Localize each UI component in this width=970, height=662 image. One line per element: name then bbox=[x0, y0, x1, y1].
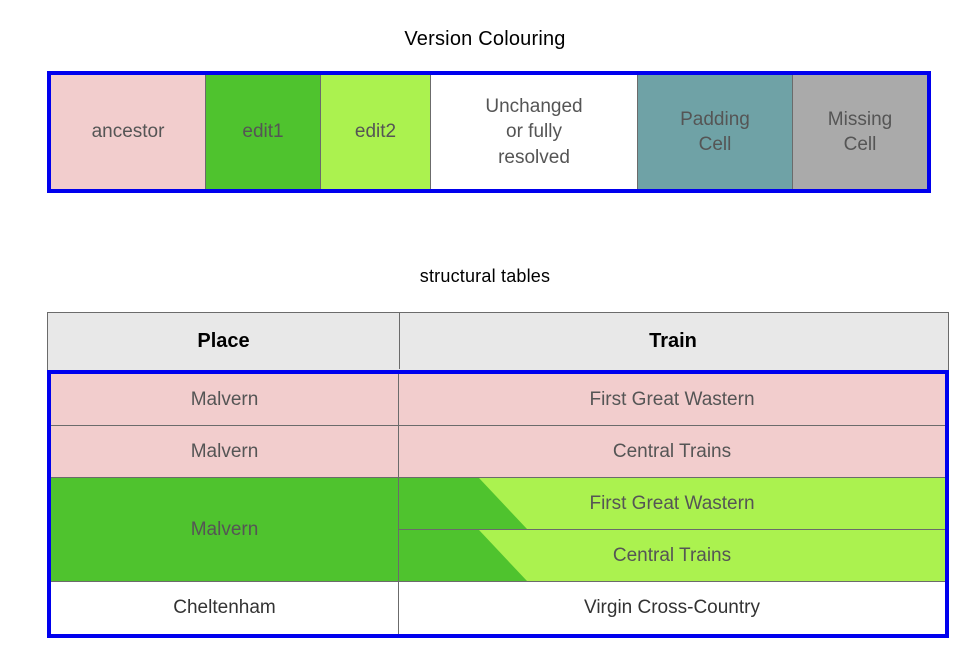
legend-cell-unchanged: Unchanged or fully resolved bbox=[431, 75, 638, 189]
legend-label-unchanged-line3: resolved bbox=[498, 146, 570, 168]
column-header-place: Place bbox=[48, 313, 400, 369]
cell-train: First Great Wastern bbox=[399, 374, 945, 426]
table-row: Cheltenham Virgin Cross-Country bbox=[51, 582, 945, 634]
cell-train-label: First Great Wastern bbox=[589, 388, 755, 410]
legend-cell-padding: Padding Cell bbox=[638, 75, 793, 189]
cell-place-label: Cheltenham bbox=[173, 597, 276, 618]
cell-place: Malvern bbox=[51, 374, 399, 426]
cell-train: Virgin Cross-Country bbox=[399, 582, 945, 634]
table-row: Malvern First Great Wastern bbox=[51, 374, 945, 426]
legend-label-unchanged-line2: or fully bbox=[506, 121, 562, 143]
legend-label-edit2: edit2 bbox=[354, 121, 397, 143]
cell-place-label: Malvern bbox=[190, 440, 259, 462]
cell-place: Cheltenham bbox=[51, 582, 399, 634]
cell-place-merged: Malvern bbox=[51, 478, 399, 582]
version-colouring-legend: ancestor edit1 edit2 Unchanged or fully … bbox=[47, 71, 931, 193]
table-row: Malvern Central Trains bbox=[51, 426, 945, 478]
table-data-region: Malvern First Great Wastern Malvern Cent… bbox=[47, 370, 949, 638]
legend-label-missing-line2: Cell bbox=[843, 134, 877, 155]
diagonal-edit1-overlay bbox=[399, 530, 527, 581]
column-header-place-label: Place bbox=[197, 329, 250, 352]
legend-label-padding-line2: Cell bbox=[698, 134, 732, 155]
table-row-group-merged: Malvern First Great Wastern Central Trai… bbox=[51, 478, 945, 582]
legend-title: Version Colouring bbox=[404, 28, 566, 50]
legend-label-unchanged-line1: Unchanged bbox=[485, 96, 583, 118]
cell-train-split: First Great Wastern bbox=[399, 478, 945, 530]
diagonal-edit1-overlay bbox=[399, 478, 527, 529]
legend-cell-missing: Missing Cell bbox=[793, 75, 927, 189]
cell-train-label: Virgin Cross-Country bbox=[584, 597, 760, 618]
legend-label-padding-line1: Padding bbox=[680, 108, 750, 130]
legend-cell-edit2: edit2 bbox=[321, 75, 431, 189]
structural-tables-title: structural tables bbox=[419, 266, 551, 286]
legend-cell-edit1: edit1 bbox=[206, 75, 321, 189]
legend-label-edit1: edit1 bbox=[242, 121, 284, 143]
merged-train-column: First Great Wastern Central Trains bbox=[399, 478, 945, 582]
table-header-row: Place Train bbox=[47, 312, 949, 370]
column-header-train: Train bbox=[400, 313, 946, 369]
cell-place-merged-label: Malvern bbox=[190, 518, 259, 540]
cell-train-split: Central Trains bbox=[399, 530, 945, 582]
cell-place-label: Malvern bbox=[190, 388, 259, 410]
column-header-train-label: Train bbox=[649, 329, 697, 352]
structural-table: Place Train Malvern First Great Wastern … bbox=[47, 312, 949, 638]
legend-label-ancestor: ancestor bbox=[91, 121, 165, 143]
legend-label-missing-line1: Missing bbox=[827, 108, 893, 130]
cell-place: Malvern bbox=[51, 426, 399, 478]
cell-train-label: Central Trains bbox=[612, 544, 732, 566]
cell-train-label: First Great Wastern bbox=[589, 492, 755, 514]
legend-cell-ancestor: ancestor bbox=[51, 75, 206, 189]
cell-train-label: Central Trains bbox=[612, 440, 732, 462]
cell-train: Central Trains bbox=[399, 426, 945, 478]
